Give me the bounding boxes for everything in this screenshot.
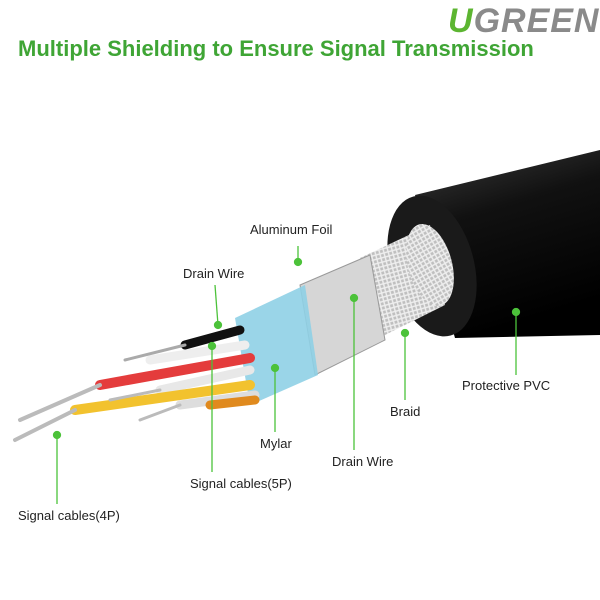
label-braid: Braid: [390, 404, 421, 419]
leader-lines: [52, 246, 521, 504]
signal-wires: [13, 325, 260, 442]
label-aluminum-foil: Aluminum Foil: [250, 222, 333, 237]
label-signal-cables-5p: Signal cables(5P): [190, 476, 292, 491]
ugreen-logo: UGREEN: [448, 2, 600, 40]
label-drain-wire-bottom: Drain Wire: [332, 454, 394, 469]
label-signal-cables-4p: Signal cables(4P): [18, 508, 120, 523]
label-mylar: Mylar: [260, 436, 292, 451]
label-drain-wire-top: Drain Wire: [183, 266, 245, 281]
label-protective-pvc: Protective PVC: [462, 378, 551, 393]
mylar-layer: [235, 285, 318, 405]
page-title: Multiple Shielding to Ensure Signal Tran…: [18, 36, 534, 61]
